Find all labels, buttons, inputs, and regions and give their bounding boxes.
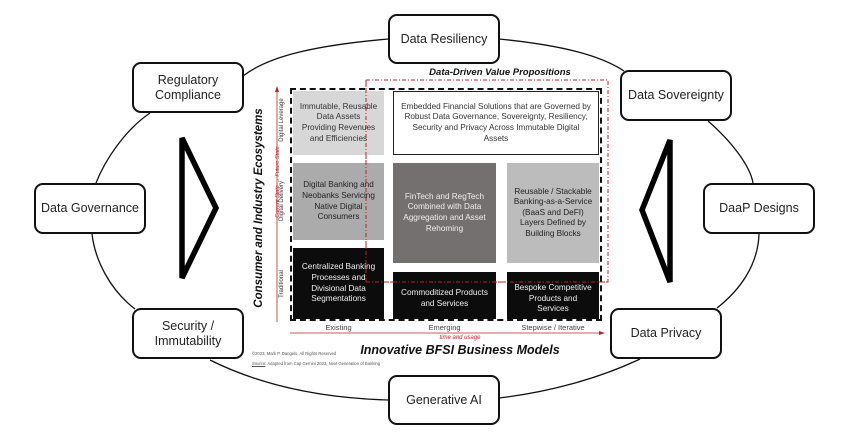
- node-label: Data Privacy: [630, 326, 702, 340]
- node-label: Data Sovereignty: [628, 88, 724, 102]
- cell-leverage-existing: Immutable, Reusable Data Assets Providin…: [293, 91, 384, 155]
- x-axis-caption: time and usage: [439, 335, 481, 341]
- source-text: : Adapted from Cap Gemini 2023, Next Gen…: [265, 361, 381, 366]
- cell-traditional-existing: Centralized Banking Processes and Divisi…: [293, 248, 384, 319]
- cell-traditional-stepwise: Bespoke Competitive Products and Service…: [507, 272, 599, 319]
- cell-delivery-stepwise: Reusable / Stackable Banking-as-a-Servic…: [507, 163, 599, 263]
- cell-text: Centralized Banking Processes and Divisi…: [301, 262, 376, 304]
- node-label: DaaP Designs: [719, 201, 799, 215]
- node-label: Generative AI: [406, 392, 482, 407]
- cell-text: Bespoke Competitive Products and Service…: [514, 283, 592, 314]
- cell-leverage-wide: Embedded Financial Solutions that are Go…: [393, 91, 599, 155]
- connector-arc: [242, 38, 389, 77]
- node-data-governance[interactable]: Data Governance: [34, 183, 146, 234]
- column-label-emerging: Emerging: [428, 323, 461, 332]
- copyright-text: ©2023, Mark P. Dangelo, All Rights Reser…: [252, 351, 337, 356]
- row-label-traditional: Traditional: [279, 270, 285, 298]
- node-security-immutability[interactable]: Security / Immutability: [132, 308, 244, 359]
- matrix-grid-boundary: [290, 88, 602, 321]
- node-label: Data Governance: [41, 201, 139, 215]
- cell-text: Commoditized Products and Services: [401, 288, 488, 308]
- connector-arc: [498, 358, 641, 399]
- cell-text: FinTech and RegTech Combined with Data A…: [403, 191, 486, 233]
- chevron-left-icon: [639, 138, 673, 283]
- column-label-stepwise: Stepwise / Iterative: [521, 323, 585, 332]
- connector-arc: [91, 233, 136, 310]
- column-label-existing: Existing: [325, 323, 352, 332]
- node-regulatory-compliance[interactable]: Regulatory Compliance: [132, 62, 244, 113]
- connector-arc: [209, 359, 389, 401]
- matrix-bottom-title: Innovative BFSI Business Models: [360, 343, 560, 357]
- connector-arc: [716, 233, 760, 309]
- matrix-top-title: Data-Driven Value Propositions: [429, 67, 571, 78]
- cell-text: Reusable / Stackable Banking-as-a-Servic…: [513, 186, 593, 238]
- connector-arc: [707, 120, 754, 184]
- cell-text: Digital Banking and Neobanks Servicing N…: [302, 180, 375, 222]
- matrix-left-title: Consumer and Industry Ecosystems: [253, 108, 265, 308]
- connector-arc: [95, 112, 151, 184]
- node-label: Data Resiliency: [400, 31, 488, 46]
- node-generative-ai[interactable]: Generative AI: [388, 375, 500, 425]
- node-data-privacy[interactable]: Data Privacy: [610, 308, 722, 359]
- row-label-digital-delivery: Digital Delivery: [279, 181, 285, 222]
- cell-traditional-emerging: Commoditized Products and Services: [393, 272, 496, 319]
- node-data-sovereignty[interactable]: Data Sovereignty: [620, 70, 732, 121]
- connector-arc: [498, 38, 625, 72]
- chevron-right-icon: [179, 136, 220, 280]
- node-data-resiliency[interactable]: Data Resiliency: [388, 14, 500, 64]
- cell-text: Embedded Financial Solutions that are Go…: [401, 101, 591, 143]
- node-label: Regulatory Compliance: [154, 72, 221, 102]
- x-axis-arrow-icon: [599, 331, 605, 335]
- node-label: Security / Immutability: [154, 318, 222, 348]
- cell-text: Immutable, Reusable Data Assets Providin…: [299, 101, 378, 143]
- cell-delivery-existing: Digital Banking and Neobanks Servicing N…: [293, 163, 384, 240]
- y-axis-arrow-icon: [275, 86, 279, 92]
- node-daap-designs[interactable]: DaaP Designs: [703, 183, 815, 234]
- source-note: Source: Adapted from Cap Gemini 2023, Ne…: [252, 361, 380, 366]
- cell-delivery-emerging: FinTech and RegTech Combined with Data A…: [393, 163, 496, 263]
- source-label: Source: [252, 361, 266, 366]
- row-label-digital-leverage: Digital Leverage: [279, 98, 285, 142]
